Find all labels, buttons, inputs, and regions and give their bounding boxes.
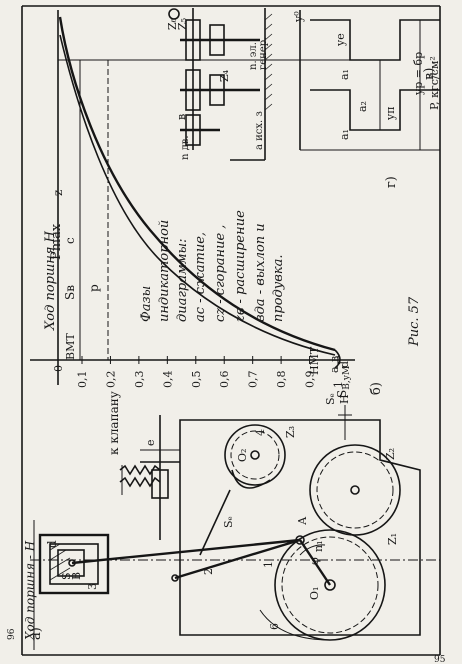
panel-c: в) xyxy=(422,68,437,80)
label-gener: генер. xyxy=(258,37,269,70)
gear-frame-hatch xyxy=(264,13,273,111)
label-z3: Z₃ xyxy=(284,426,297,438)
label-phi: φ xyxy=(308,557,321,565)
label-3: 3 xyxy=(86,583,99,590)
phase-line-0: Фазы xyxy=(139,286,154,322)
label-s-e: Sₑ xyxy=(222,516,235,528)
label-y0: y⁰ xyxy=(292,11,305,23)
label-n-dv: n дв. xyxy=(180,135,191,160)
panel-c-label: в) xyxy=(422,68,437,80)
panel-a-mechanism: а) Ход поршня - Н к клапану d S А В 3 2 … xyxy=(23,391,440,650)
label-d-piston: d xyxy=(45,540,59,548)
figure-caption: Рис. 57 xyxy=(407,296,422,347)
stroke-axis-tick-label: 0,5 xyxy=(190,371,203,389)
margin-mark: 96 xyxy=(7,628,17,640)
label-e: е xyxy=(144,439,157,446)
nmt-label: НМТ xyxy=(308,346,321,375)
stroke-axis-tick-label: 0,9 xyxy=(304,371,317,389)
stroke-axis-tick-label: 0,3 xyxy=(133,371,146,389)
panel-b-label: б) xyxy=(369,382,384,395)
label-z6: Z₆ xyxy=(166,17,179,30)
stroke-axis-tick-label: 0,6 xyxy=(218,371,231,389)
phase-line-6: вда - выхлоп и xyxy=(253,223,268,322)
label-z2: Z₂ xyxy=(384,448,397,460)
phase-line-3: ас - сжатие, xyxy=(193,232,208,322)
phase-line-1: индикаторной xyxy=(157,220,172,322)
label-s-e-bottom: Sₑ xyxy=(324,393,337,405)
phase-line-7: продувка. xyxy=(271,254,286,322)
label-a-isk: а исх. з xyxy=(254,111,265,150)
stroke-axis-tick-label: 1 xyxy=(332,381,345,388)
label-a-point: А xyxy=(296,516,309,525)
d-label: d xyxy=(338,361,351,368)
stroke-axis-ticks: 0,1 0,2 0,3 0,4 0,5 0,6 0,7 0,8 0,9 1 xyxy=(76,356,345,388)
valve-label: к клапану xyxy=(107,391,121,455)
panel-g-gear-train: г) Z₆ Z₅ Z₄ n. эл. генер. n дв. в а исх.… xyxy=(166,8,440,188)
p-label: р xyxy=(87,284,101,292)
label-a1-top: а₁ xyxy=(338,69,351,80)
label-1: 1 xyxy=(262,561,275,568)
label-n1: n₁ xyxy=(312,541,325,553)
phase-line-2: диаграммы: xyxy=(175,238,190,322)
label-s-b: S xyxy=(60,572,73,580)
stroke-axis-tick-label: 0,1 xyxy=(76,371,89,389)
x-axis-s: S xyxy=(335,390,349,398)
a-label-small: а xyxy=(328,366,341,373)
label-a2: а₂ xyxy=(356,101,369,112)
z-label: z xyxy=(51,190,65,196)
label-b-gear: в xyxy=(175,114,188,120)
phase-line-5: zв - расширение xyxy=(233,210,248,323)
sb-label: Sв xyxy=(63,285,77,300)
stroke-axis-tick-label: 0,2 xyxy=(104,371,117,389)
label-yp-eq: yр = бр xyxy=(412,52,425,96)
stroke-axis-tick-label: 0,4 xyxy=(161,371,174,389)
stroke-axis-tick-label: 0,8 xyxy=(275,371,288,389)
phases-legend: Фазы индикаторной диаграммы: ас - сжатие… xyxy=(139,210,286,323)
b-label-small: в xyxy=(328,356,341,362)
ylabel-stroke: Ход поршня Н xyxy=(43,230,58,331)
label-ye: yе xyxy=(334,33,347,47)
page-number: 95 xyxy=(434,655,446,664)
label-z1: Z₁ xyxy=(386,533,399,545)
stroke-label-a: Ход поршня - Н xyxy=(23,540,37,641)
label-yn: yп xyxy=(384,106,397,121)
label-a1-bot: а₁ xyxy=(338,129,351,140)
c-label: с xyxy=(63,237,77,244)
pmax-label: Pmax xyxy=(49,223,64,260)
phase-line-4: сz - сгорание , xyxy=(213,225,228,322)
label-6: 6 xyxy=(268,623,281,630)
stroke-axis-tick-label: 0,7 xyxy=(247,371,260,389)
label-z5: Z₅ xyxy=(176,18,189,30)
label-4: 4 xyxy=(254,429,267,436)
panel-a-label: а) xyxy=(29,627,44,640)
label-2: 2 xyxy=(202,568,215,575)
label-o1: О₁ xyxy=(308,587,321,600)
label-h: Н xyxy=(338,394,351,404)
panel-g-label: г) xyxy=(384,176,399,188)
x-axis-s-label: SВ,уМ xyxy=(335,366,352,398)
x-axis-s-sub: В,уМ xyxy=(342,366,352,390)
label-n-el: n. эл. xyxy=(248,42,259,70)
label-o2: О₂ xyxy=(236,449,249,462)
bmt-label: ВМТ xyxy=(64,333,77,360)
label-b-point: В xyxy=(70,572,83,580)
figure-frame xyxy=(21,5,441,656)
label-z4: Z₄ xyxy=(218,69,231,82)
zero-label: 0 xyxy=(52,365,65,372)
pressure-label: P, кгс/см² xyxy=(428,56,441,110)
panel-b-indicator-diagram: 0,1 0,2 0,3 0,4 0,5 0,6 0,7 0,8 0,9 1 б) Ход порш… xyxy=(30,10,441,398)
